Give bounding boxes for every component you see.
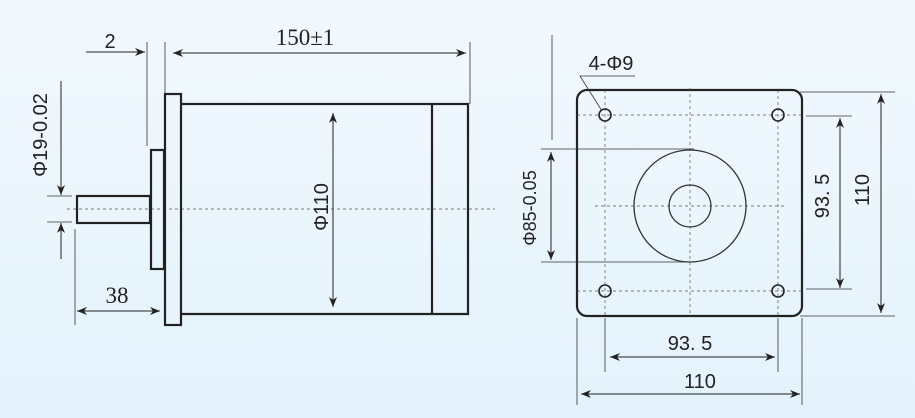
mount-hole [598, 108, 612, 122]
motor-body [181, 102, 470, 316]
flange [163, 92, 183, 327]
dim-shaft-length: 38 [106, 283, 129, 308]
dim-pilot-diameter: Φ85-0.05 [520, 170, 540, 245]
dim-shaft-diameter: Φ19-0.02 [30, 93, 52, 177]
mount-hole [598, 284, 612, 298]
shaft-circle [668, 184, 712, 228]
shaft [75, 194, 152, 225]
dim-width: 110 [684, 371, 716, 393]
mount-hole [771, 108, 785, 122]
mounting-flange [575, 88, 804, 318]
side-view: 2 150±1 Φ110 Φ19-0.02 38 [30, 25, 495, 327]
dim-height: 110 [852, 174, 874, 206]
dim-hole-spacing-horizontal: 93. 5 [668, 333, 712, 355]
front-view: 4-Φ9 Φ85-0.05 93. 5 110 93. 5 110 [520, 35, 895, 405]
dim-hole-spacing-vertical: 93. 5 [812, 174, 834, 218]
mount-hole [771, 284, 785, 298]
dim-length: 150±1 [276, 25, 335, 50]
dim-flange-offset: 2 [104, 31, 115, 53]
pilot-boss [149, 148, 166, 271]
dim-body-diameter: Φ110 [311, 183, 333, 231]
leader-line [579, 75, 635, 112]
dim-holes: 4-Φ9 [589, 53, 634, 75]
